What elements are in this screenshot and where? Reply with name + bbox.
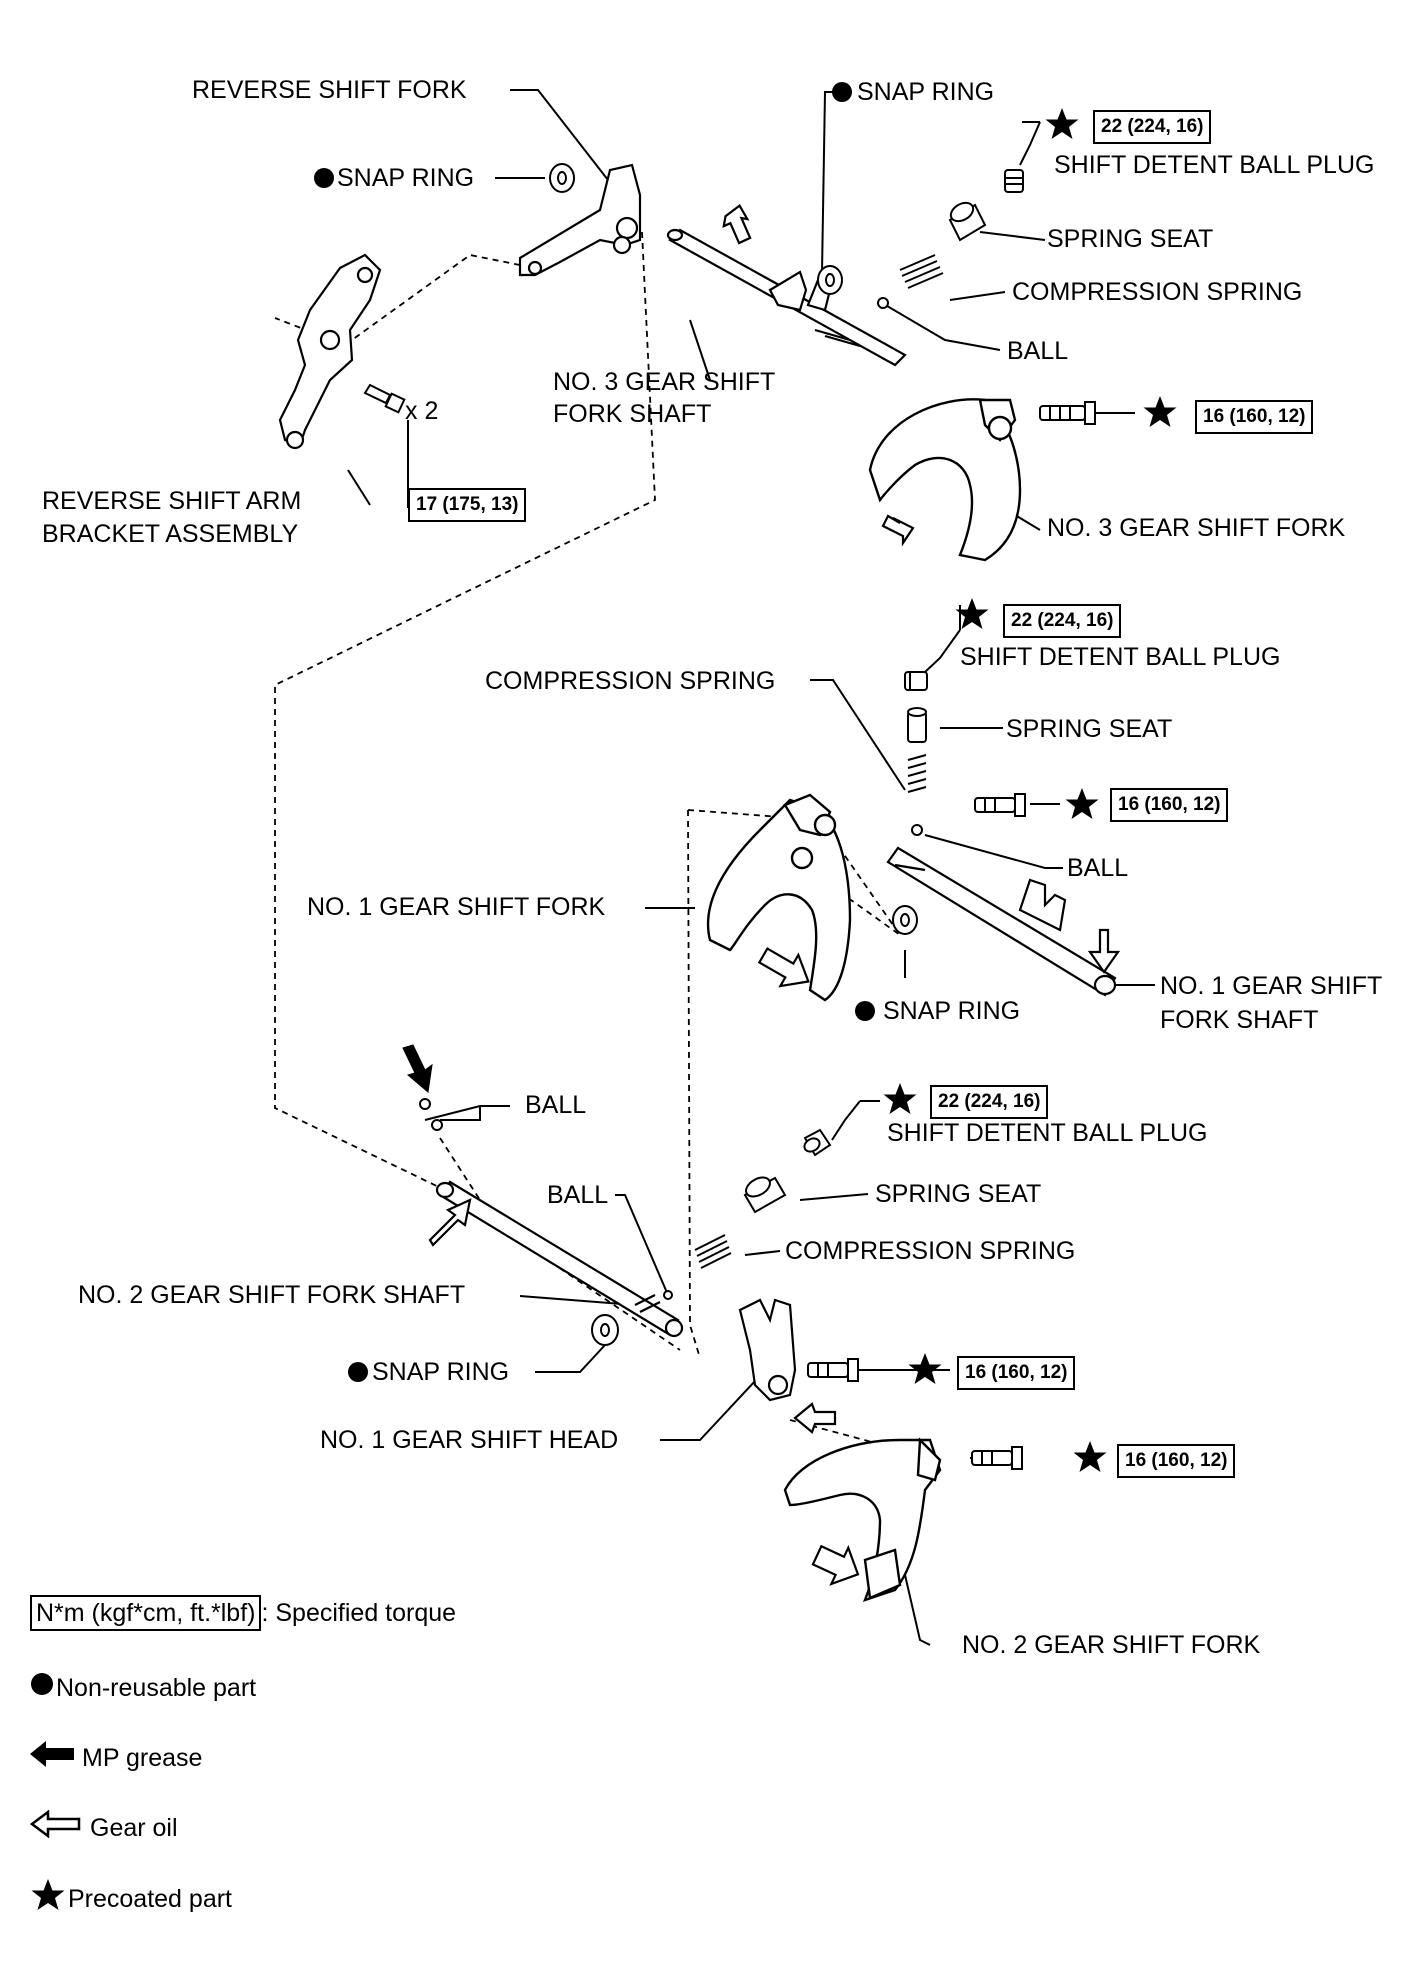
label-shift-detent-ball-plug-1: SHIFT DETENT BALL PLUG <box>1054 151 1375 179</box>
label-no3-shaft-line1: NO. 3 GEAR SHIFT <box>553 368 776 396</box>
torque-plug-1: 22 (224, 16) <box>1093 110 1212 144</box>
label-no1-gear-shift-head: NO. 1 GEAR SHIFT HEAD <box>320 1426 619 1454</box>
star-icon <box>30 1878 66 1919</box>
torque-plug-2: 22 (224, 16) <box>1003 604 1122 638</box>
no3-fork-bolt-part <box>1039 401 1096 425</box>
label-no1-shaft-line2: FORK SHAFT <box>1160 1006 1319 1034</box>
label-compression-spring-2: COMPRESSION SPRING <box>485 667 776 695</box>
label-no2-gear-shift-fork: NO. 2 GEAR SHIFT FORK <box>962 1631 1261 1659</box>
no2-shaft-part <box>435 1180 684 1338</box>
torque-bolt-no3: 16 (160, 12) <box>1195 400 1314 434</box>
legend-gear-oil-text: Gear oil <box>90 1813 178 1842</box>
solid-arrow-icon <box>30 1741 74 1774</box>
label-reverse-shift-fork: REVERSE SHIFT FORK <box>192 76 467 104</box>
dot-icon <box>30 1672 54 1703</box>
snap-ring-top-right-part <box>817 265 843 295</box>
no2-fork-bolt-part <box>971 1446 1023 1470</box>
label-spring-seat-3: SPRING SEAT <box>875 1180 1042 1208</box>
label-no3-gear-shift-fork: NO. 3 GEAR SHIFT FORK <box>1047 514 1346 542</box>
label-reverse-shift-arm-line1: REVERSE SHIFT ARM <box>42 487 302 515</box>
label-no1-gear-shift-fork: NO. 1 GEAR SHIFT FORK <box>307 893 606 921</box>
torque-bolt-no1: 16 (160, 12) <box>1110 788 1229 822</box>
label-ball-4: BALL <box>547 1181 609 1209</box>
legend-non-reusable: Non-reusable part <box>30 1672 256 1703</box>
label-snap-ring-bottom: SNAP RING <box>372 1358 510 1386</box>
mp-grease-arrow <box>402 1044 433 1093</box>
legend-mp-grease-text: MP grease <box>82 1743 203 1772</box>
snap-ring-mid-part <box>892 905 918 935</box>
legend-torque-text: : Specified torque <box>261 1599 457 1627</box>
hollow-arrow-icon <box>29 1809 82 1845</box>
label-no1-shaft-line1: NO. 1 GEAR SHIFT <box>1160 972 1383 1000</box>
torque-bolt-no2: 16 (160, 12) <box>1117 1444 1236 1478</box>
non-reusable-dots <box>314 82 875 1382</box>
detent-set-3-parts <box>419 1098 832 1300</box>
reverse-shift-arm-bracket-part <box>278 253 382 450</box>
snap-ring-top-left-part <box>549 163 575 193</box>
legend-precoated: Precoated part <box>30 1878 232 1919</box>
no1-shaft-part <box>886 846 1117 997</box>
label-x2: x 2 <box>405 397 439 425</box>
bracket-bolt-part <box>363 383 406 414</box>
legend-non-reusable-text: Non-reusable part <box>56 1673 257 1702</box>
label-no3-shaft-line2: FORK SHAFT <box>553 400 712 428</box>
label-compression-spring-3: COMPRESSION SPRING <box>785 1237 1076 1265</box>
detent-set-2-parts <box>904 671 928 836</box>
label-compression-spring-1: COMPRESSION SPRING <box>1012 278 1303 306</box>
no2-gear-shift-fork-part <box>783 1437 942 1602</box>
legend-torque: N*m (kgf*cm, ft.*lbf) : Specified torque <box>30 1595 456 1631</box>
detent-set-1-parts <box>877 169 1024 309</box>
label-ball-1: BALL <box>1007 337 1069 365</box>
no3-gear-shift-fork-part <box>868 398 1022 562</box>
label-snap-ring-mid: SNAP RING <box>883 997 1021 1025</box>
label-shift-detent-ball-plug-2: SHIFT DETENT BALL PLUG <box>960 643 1281 671</box>
torque-bracket-bolt: 17 (175, 13) <box>408 488 527 522</box>
legend-precoated-text: Precoated part <box>68 1884 232 1913</box>
reverse-shift-fork-part <box>518 163 642 277</box>
label-shift-detent-ball-plug-3: SHIFT DETENT BALL PLUG <box>887 1119 1208 1147</box>
no1-fork-bolt-part <box>974 793 1026 817</box>
label-snap-ring-top-left: SNAP RING <box>337 164 475 192</box>
torque-bolt-head: 16 (160, 12) <box>957 1356 1076 1390</box>
no3-shaft-part <box>666 228 907 367</box>
label-ball-2: BALL <box>1067 854 1129 882</box>
label-reverse-shift-arm-line2: BRACKET ASSEMBLY <box>42 520 299 548</box>
legend-torque-unit: N*m (kgf*cm, ft.*lbf) <box>30 1595 262 1631</box>
gear-oil-arrows <box>428 203 1121 1586</box>
snap-ring-bottom-part <box>591 1314 619 1346</box>
label-snap-ring-top-right: SNAP RING <box>857 78 995 106</box>
label-spring-seat-1: SPRING SEAT <box>1047 225 1214 253</box>
no1-gear-shift-head-part <box>738 1298 797 1402</box>
label-ball-3: BALL <box>525 1091 587 1119</box>
torque-plug-3: 22 (224, 16) <box>930 1085 1049 1119</box>
label-spring-seat-2: SPRING SEAT <box>1006 715 1173 743</box>
legend-gear-oil: Gear oil <box>29 1809 178 1845</box>
no1-gear-shift-fork-part <box>706 793 852 1002</box>
head-bolt-part <box>807 1358 859 1382</box>
label-no2-shaft: NO. 2 GEAR SHIFT FORK SHAFT <box>78 1281 466 1309</box>
legend-mp-grease: MP grease <box>30 1741 202 1774</box>
